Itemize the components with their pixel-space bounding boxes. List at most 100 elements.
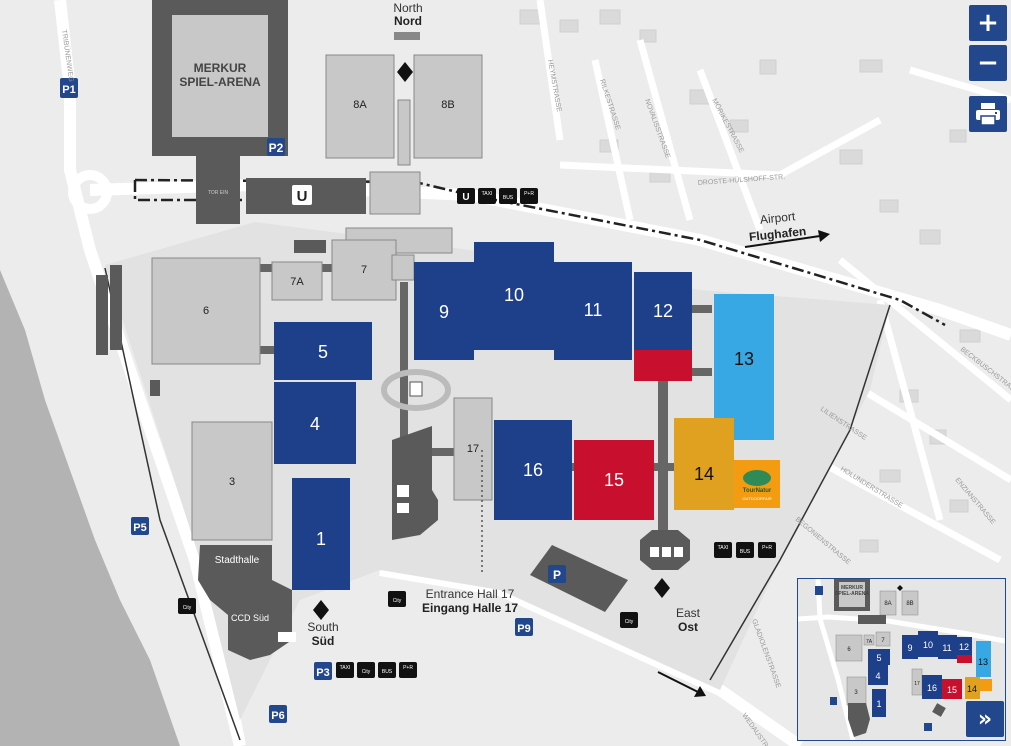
foyer-9 [391, 254, 415, 281]
hall-4[interactable] [274, 382, 356, 464]
print-button[interactable] [969, 96, 1007, 132]
hall-9-label: 9 [439, 302, 449, 322]
hall-13[interactable] [714, 294, 774, 440]
hall-14[interactable] [674, 418, 734, 510]
parking-p2-icon[interactable] [267, 138, 285, 156]
tournatur-logo-text: TourNatur [743, 488, 772, 494]
south-entrance-arrow-icon [313, 600, 329, 620]
svg-text:7: 7 [881, 638, 885, 644]
hall-12-red-section[interactable] [634, 350, 692, 381]
north-walkway [397, 99, 411, 166]
svg-text:17: 17 [914, 681, 920, 687]
north-entrance-arrow-icon [397, 62, 413, 82]
parking-p2-label: P2 [269, 141, 284, 155]
parking-p6[interactable]: P6 [269, 705, 287, 723]
svg-text:4: 4 [875, 671, 880, 681]
hall-3[interactable] [191, 421, 273, 541]
svg-text:16: 16 [927, 683, 937, 693]
hall-11[interactable] [554, 262, 632, 360]
roundabout [68, 170, 112, 214]
hall-10[interactable] [474, 242, 554, 350]
hall-8b[interactable] [413, 54, 483, 159]
hall-4-label: 4 [310, 414, 320, 434]
svg-text:8A: 8A [884, 601, 891, 607]
svg-text:3: 3 [854, 690, 858, 696]
hall-14-label: 14 [694, 464, 714, 484]
svg-text:P+R: P+R [524, 191, 534, 197]
parking-p9-label: P9 [517, 623, 530, 635]
hall-12[interactable] [634, 272, 692, 350]
hall-5[interactable] [274, 322, 372, 380]
hall-3-label: 3 [229, 476, 235, 488]
arena-label-line1: MERKUR [194, 61, 247, 75]
minus-icon: − [977, 48, 999, 78]
hall-7a-label: 7A [290, 276, 304, 288]
hall-15[interactable] [574, 440, 654, 520]
parking-p1[interactable]: P1 [60, 78, 78, 98]
south-label-en: South [307, 620, 338, 634]
south-label-de: Süd [312, 634, 335, 648]
overview-minimap[interactable]: MERKUR SPIEL-ARENA 8A 8B 6 7A 7 5 4 3 1 … [797, 578, 1006, 741]
hall-5-label: 5 [318, 342, 328, 362]
parking-garage-label: P [553, 568, 561, 582]
fence-east [709, 304, 891, 681]
svg-text:U: U [462, 192, 469, 203]
hall-1[interactable] [292, 478, 350, 590]
svg-text:8B: 8B [906, 601, 913, 607]
hall-16[interactable] [494, 420, 572, 520]
svg-text:1: 1 [876, 699, 881, 709]
southeast-arrow-line [657, 671, 701, 694]
hall-15-label: 15 [604, 470, 624, 490]
river-water [0, 270, 180, 746]
hall-13-label: 13 [734, 349, 754, 369]
north-label-de: Nord [394, 14, 422, 28]
hall-6-label: 6 [203, 305, 209, 317]
service-building [392, 426, 438, 540]
north-foyer [369, 171, 421, 215]
parking-garage-east[interactable] [530, 545, 628, 612]
north-transport-icons: U TAXI BUS P+R [457, 188, 538, 204]
parking-garage-icon [548, 565, 566, 583]
svg-text:TAXI: TAXI [718, 545, 729, 551]
svg-text:13: 13 [978, 657, 988, 667]
central-oval [381, 369, 451, 411]
info-icon [397, 485, 409, 497]
svg-text:OUTDOORFAIR: OUTDOORFAIR [742, 496, 771, 501]
hall-9[interactable] [414, 262, 474, 360]
hall-6[interactable] [151, 257, 261, 365]
parking-p3[interactable]: P3 [314, 662, 332, 680]
hall-17[interactable] [453, 397, 493, 501]
svg-text:14: 14 [967, 684, 977, 694]
svg-text:SPIEL-ARENA: SPIEL-ARENA [835, 591, 869, 597]
hall-7a[interactable] [271, 261, 323, 301]
svg-text:9: 9 [907, 643, 912, 653]
svg-text:BUS: BUS [503, 195, 514, 201]
hall-16-label: 16 [523, 460, 543, 480]
parking-p5[interactable]: P5 [131, 517, 149, 535]
parking-p3-label: P3 [316, 667, 329, 679]
restaurant-icon [409, 381, 423, 397]
svg-text:U: U [297, 188, 308, 205]
airport-shuttle-route [134, 178, 946, 327]
building-west-2 [110, 265, 122, 350]
parking-p9[interactable]: P9 [515, 618, 533, 636]
minimap-collapse-button[interactable]: » [966, 701, 1004, 737]
stadthalle[interactable] [198, 545, 292, 660]
zoom-out-button[interactable]: − [969, 45, 1007, 81]
parking-p1-label: P1 [62, 84, 75, 96]
small-building [294, 240, 326, 253]
parking-p6-label: P6 [271, 710, 284, 722]
airport-arrow-line [744, 235, 821, 248]
entrance17-label-de: Eingang Halle 17 [422, 601, 518, 615]
svg-text:TAXI: TAXI [340, 665, 351, 671]
airport-label-en: Airport [759, 209, 796, 227]
hall-8a[interactable] [325, 54, 395, 159]
zoom-in-button[interactable]: + [969, 5, 1007, 41]
stadthalle-label: Stadthalle [215, 555, 260, 566]
svg-text:TAXI: TAXI [482, 191, 493, 197]
hall-7[interactable] [331, 239, 397, 301]
hall-7-label: 7 [361, 264, 367, 276]
airport-arrow-icon [818, 230, 830, 242]
east-label-en: East [676, 606, 701, 620]
